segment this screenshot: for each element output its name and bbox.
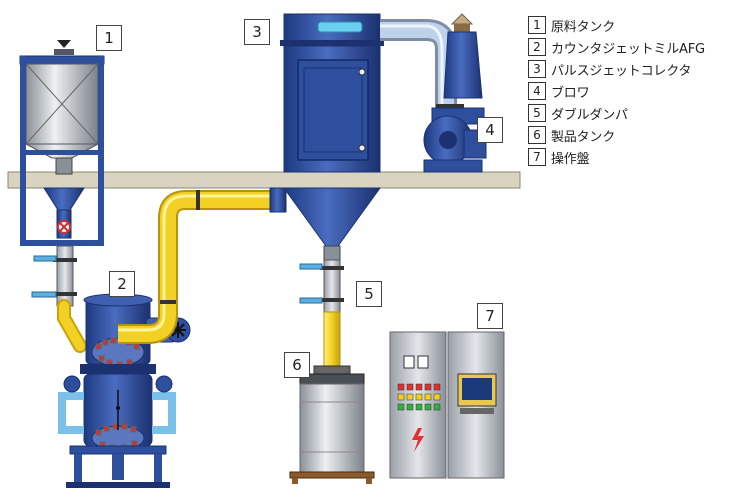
legend-label: パルスジェットコレクタ — [551, 63, 692, 79]
callout-6: 6 — [284, 352, 310, 378]
equipment-legend: 1 原料タンク 2 カウンタジェットミルAFG 3 パルスジェットコレクタ 4 … — [528, 14, 738, 168]
pulse-jet-collector — [280, 13, 384, 367]
legend-item: 7 操作盤 — [528, 146, 738, 168]
legend-number: 5 — [528, 104, 546, 122]
callout-7: 7 — [477, 303, 503, 329]
legend-item: 4 ブロワ — [528, 80, 738, 102]
callout-2: 2 — [109, 271, 135, 297]
legend-item: 5 ダブルダンパ — [528, 102, 738, 124]
floor-slab — [7, 171, 521, 189]
control-panel — [389, 331, 505, 479]
legend-number: 4 — [528, 82, 546, 100]
legend-item: 6 製品タンク — [528, 124, 738, 146]
legend-number: 1 — [528, 16, 546, 34]
legend-label: ダブルダンパ — [551, 107, 628, 123]
legend-label: カウンタジェットミルAFG — [551, 41, 705, 57]
legend-label: 原料タンク — [551, 19, 616, 35]
legend-item: 2 カウンタジェットミルAFG — [528, 36, 738, 58]
legend-label: 操作盤 — [551, 151, 590, 167]
callout-3: 3 — [244, 19, 270, 45]
legend-item: 3 パルスジェットコレクタ — [528, 58, 738, 80]
legend-number: 7 — [528, 148, 546, 166]
legend-number: 3 — [528, 60, 546, 78]
product-tank — [289, 365, 375, 484]
legend-item: 1 原料タンク — [528, 14, 738, 36]
raw-material-tank — [19, 40, 105, 307]
callout-5: 5 — [356, 281, 382, 307]
legend-label: ブロワ — [551, 85, 590, 101]
callout-1: 1 — [96, 25, 122, 51]
blower — [423, 13, 487, 173]
legend-number: 2 — [528, 38, 546, 56]
legend-number: 6 — [528, 126, 546, 144]
product-transfer-pipe — [118, 187, 287, 344]
exhaust-duct — [380, 19, 457, 108]
callout-4: 4 — [477, 117, 503, 143]
legend-label: 製品タンク — [551, 129, 616, 145]
